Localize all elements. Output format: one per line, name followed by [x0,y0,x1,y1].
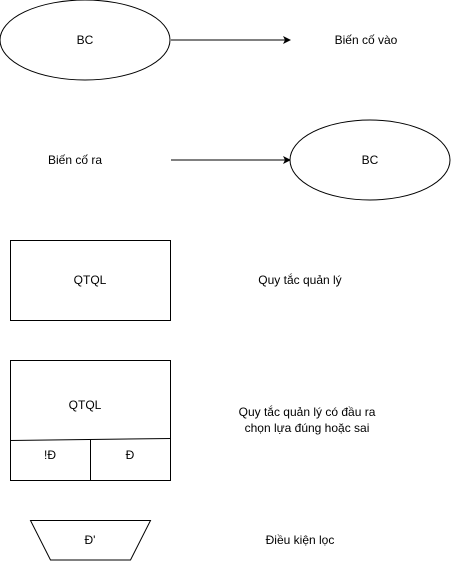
output-event-ellipse-label: BC [362,153,379,167]
rule-caption: Quy tắc quản lý [258,272,341,287]
input-event-ellipse-label: BC [77,33,94,47]
filter-trapezoid [29,520,152,561]
input-event-caption: Biến cố vào [335,33,398,47]
rule-box [10,240,171,321]
filter-row: Đ' Điều kiện lọc [29,520,335,561]
rule-row: QTQL Quy tắc quản lý [10,240,342,321]
output-event-row: Biến cố ra BC [48,119,451,201]
rule-choice-true-cell: Đ [126,448,135,462]
rule-choice-box-label: QTQL [69,398,102,412]
filter-trapezoid-label: Đ' [85,533,96,547]
rule-choice-false-cell: !Đ [44,448,56,462]
input-event-row: BC Biến cố vào [0,0,398,81]
rule-box-label: QTQL [74,273,107,287]
rule-choice-caption-line1: Quy tắc quản lý có đầu ra [239,404,376,419]
output-event-caption: Biến cố ra [48,153,102,167]
rule-choice-row: QTQL !Đ Đ Quy tắc quản lý có đầu ra chọn… [9,360,376,481]
rule-choice-divider-horizontal [9,438,172,441]
input-event-ellipse [0,0,171,81]
output-event-ellipse [289,119,451,201]
filter-caption: Điều kiện lọc [266,533,335,547]
rule-choice-caption-line2: chọn lựa đúng hoặc sai [245,421,370,435]
